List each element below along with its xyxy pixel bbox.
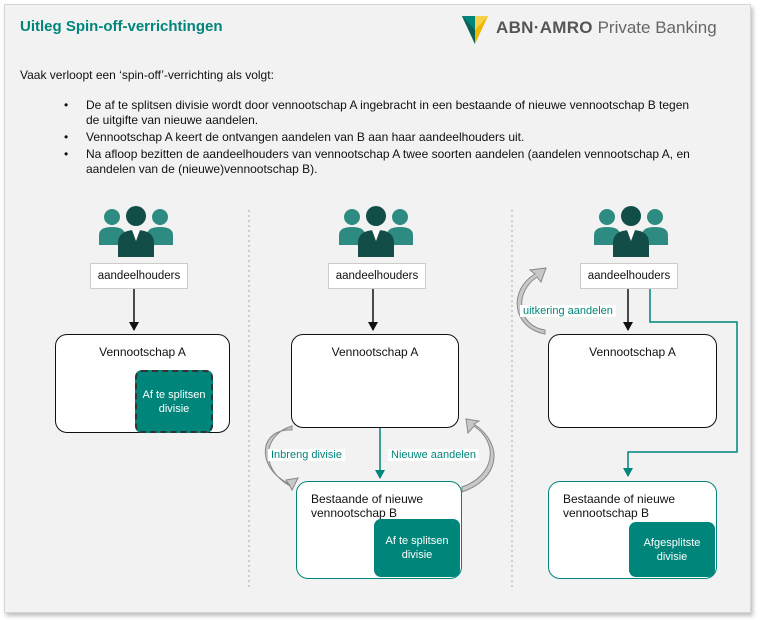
shareholders-label: aandeelhouders <box>328 263 426 289</box>
bullet-item: De af te splitsen divisie wordt door ven… <box>64 98 704 128</box>
spun-off-division-box: Afgesplitste divisie <box>629 522 715 577</box>
intro-text: Vaak verloopt een ‘spin-off’-verrichting… <box>20 68 274 82</box>
company-a-box: Vennootschap A <box>291 334 459 428</box>
shareholders-label: aandeelhouders <box>90 263 188 289</box>
flow-label-new-shares: Nieuwe aandelen <box>388 449 480 461</box>
curved-arrow-icon <box>461 418 495 493</box>
curved-arrow-icon <box>264 425 299 492</box>
division-box: Af te splitsen divisie <box>374 519 460 577</box>
curved-arrow-icon <box>516 267 547 335</box>
division-box: Af te splitsen divisie <box>135 370 213 433</box>
shareholders-group-icon <box>594 206 668 257</box>
bullet-item: Vennootschap A keert de ontvangen aandel… <box>64 130 704 145</box>
flow-label-distribution: uitkering aandelen <box>520 305 616 317</box>
bullet-list: De af te splitsen divisie wordt door ven… <box>64 98 704 179</box>
shareholders-group-icon <box>99 206 173 257</box>
company-a-label: Vennootschap A <box>589 345 676 359</box>
arrow-shareholders-to-b <box>623 288 738 477</box>
company-b-label: Bestaande of nieuwe vennootschap B <box>563 492 676 520</box>
company-a-label: Vennootschap A <box>99 345 186 359</box>
flow-label-contribution: Inbreng divisie <box>268 449 345 461</box>
company-a-box: Vennootschap A <box>548 334 717 428</box>
abn-amro-logo: ABN·AMRO Private Banking <box>460 14 730 46</box>
company-b-label: Bestaande of nieuwe vennootschap B <box>311 492 424 520</box>
shield-logo-icon <box>462 16 488 44</box>
company-a-label: Vennootschap A <box>331 345 419 359</box>
shareholders-label: aandeelhouders <box>580 263 678 289</box>
page-title: Uitleg Spin-off-verrichtingen <box>20 18 223 35</box>
shareholders-group-icon <box>339 206 413 257</box>
brand-name: ABN·AMRO Private Banking <box>496 18 717 37</box>
bullet-item: Na afloop bezitten de aandeelhouders van… <box>64 147 704 177</box>
